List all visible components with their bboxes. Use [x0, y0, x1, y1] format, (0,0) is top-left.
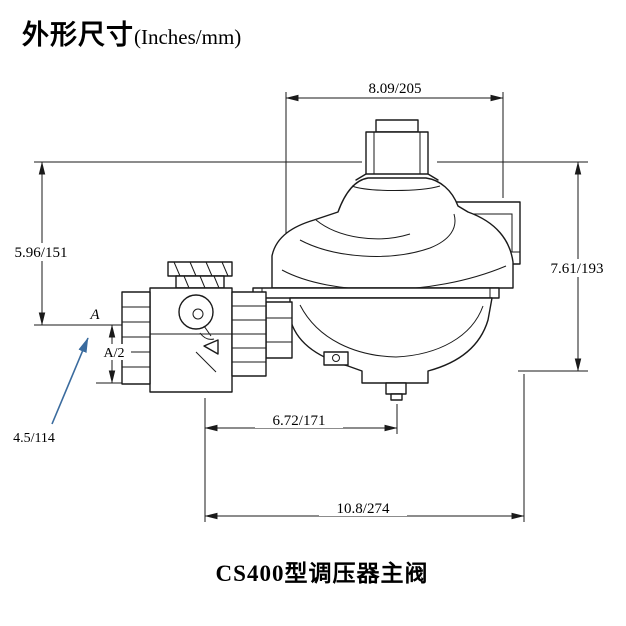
label-bg	[319, 501, 407, 516]
dimension-label-inlet-centerline: 4.5/114	[13, 431, 55, 446]
label-bg	[255, 413, 343, 428]
centerline-label: A	[89, 307, 100, 323]
outlet-union	[231, 291, 267, 377]
dimension-overall-width	[204, 374, 525, 522]
label-bg	[2, 243, 81, 261]
dimension-label-overall-width: 10.8/274	[337, 501, 390, 517]
diaphragm-flange	[252, 287, 500, 299]
dimension-label-right-height: 7.61/193	[551, 261, 604, 277]
lower-diaphragm-casing	[289, 297, 493, 401]
dimension-label-left-height: 5.96/151	[15, 245, 68, 261]
dimension-label-half-centerline: A/2	[104, 346, 125, 361]
valve-drawing	[121, 119, 521, 401]
upper-diaphragm-casing	[271, 177, 514, 291]
label-bg	[534, 259, 620, 277]
label-bg	[97, 344, 131, 360]
page-title: 外形尺寸	[22, 20, 134, 50]
valve-body	[121, 261, 267, 393]
flange-stud-column	[121, 291, 151, 385]
dimension-top-width	[285, 92, 504, 235]
label-bg	[351, 79, 439, 96]
port-boss	[178, 294, 214, 330]
linkage-bracket	[323, 351, 349, 366]
leader-arrow	[51, 337, 89, 425]
inlet-connector	[265, 301, 293, 359]
dimension-label-valve-width: 6.72/171	[273, 413, 326, 429]
dimension-label-top-width: 8.09/205	[369, 81, 422, 97]
spring-tower	[355, 119, 439, 181]
figure-caption: CS400型调压器主阀	[216, 561, 429, 586]
title-unit-suffix: (Inches/mm)	[134, 25, 241, 49]
drain-plug	[385, 382, 407, 395]
leader-callout: 4.5/114	[13, 337, 89, 446]
